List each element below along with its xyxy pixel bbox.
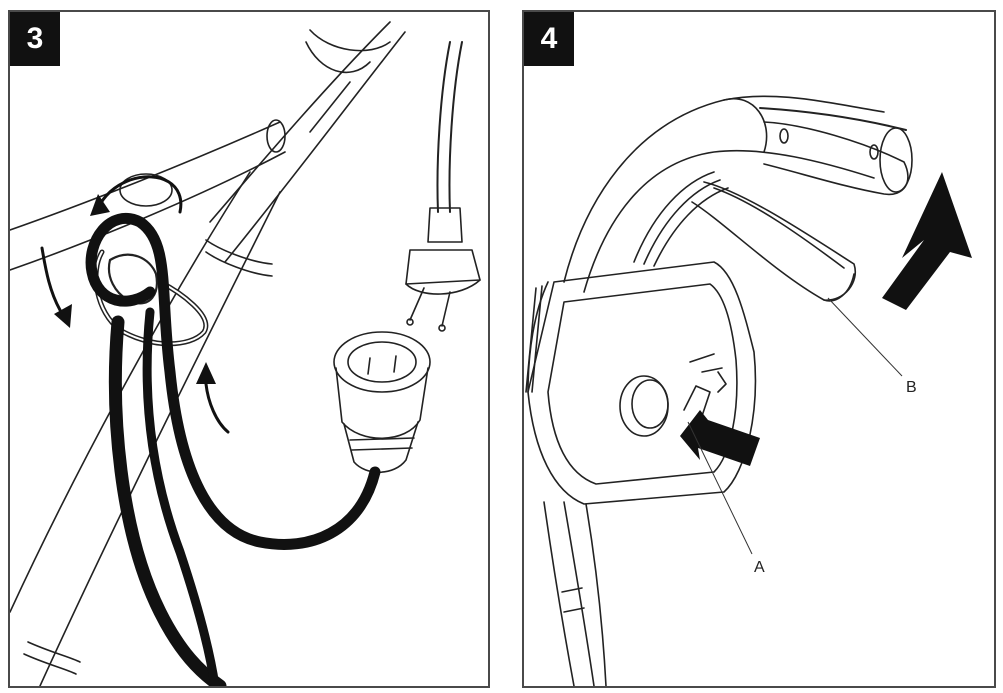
plug-icon xyxy=(405,207,481,332)
callout-a-label: A xyxy=(754,559,765,576)
step-4-badge: 4 xyxy=(524,12,574,66)
cable-routing-illustration xyxy=(10,21,481,686)
handle-tube-upper xyxy=(309,29,391,52)
switch-operation-illustration: A B xyxy=(525,95,972,686)
grip xyxy=(759,107,907,131)
frame-tube-right xyxy=(209,21,391,223)
lower-tube xyxy=(543,501,575,686)
callout-b-label: B xyxy=(906,379,917,396)
handle-bar xyxy=(10,121,281,231)
curved-arrow-head-1 xyxy=(90,194,110,216)
extension-cable-loop xyxy=(85,212,381,550)
curved-arrow-head-2 xyxy=(54,304,72,328)
tube-clamp xyxy=(205,239,273,265)
extension-cable-down xyxy=(108,315,227,686)
lift-arrow-icon xyxy=(882,172,972,310)
socket-coupler-icon xyxy=(333,331,431,473)
callout-b-leader xyxy=(827,297,903,377)
callout-a-leader xyxy=(687,421,753,555)
push-arrow-icon xyxy=(680,410,760,466)
curved-arrow-icon xyxy=(96,175,183,214)
curved-arrow-head-3 xyxy=(196,362,216,384)
supply-cable xyxy=(436,41,451,213)
step-3-badge: 3 xyxy=(10,12,60,66)
handle-bar xyxy=(563,95,885,283)
safety-lever xyxy=(691,181,857,301)
step-3-panel: 3 xyxy=(8,10,490,688)
start-button xyxy=(619,353,727,437)
step-4-panel: 4 xyxy=(522,10,996,688)
